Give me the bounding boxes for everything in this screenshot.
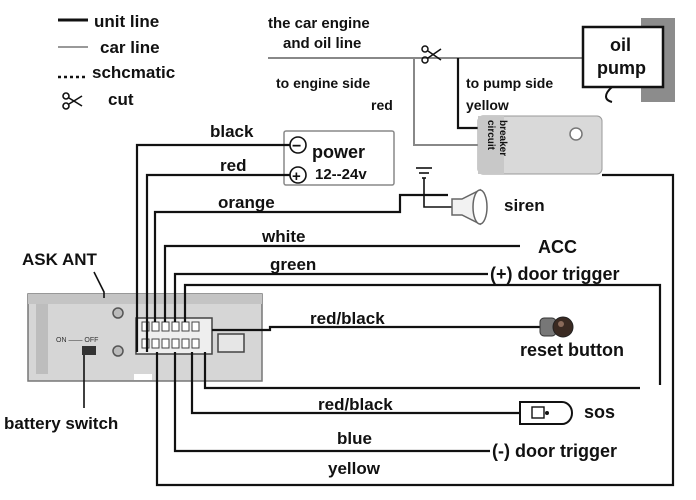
door-trigger-plus-label: (+) door trigger (490, 264, 620, 284)
relay-wire-engine-side (413, 58, 478, 146)
sos-label: sos (584, 402, 615, 422)
wire-harness (135, 143, 675, 487)
siren-label: siren (504, 196, 545, 215)
siren-section: siren (416, 167, 545, 226)
wire-red-black-1 (212, 325, 540, 332)
acc-label: ACC (538, 237, 577, 257)
scissors-icon (62, 92, 83, 110)
wire-black (135, 143, 290, 352)
battery-switch-label: battery switch (4, 414, 118, 433)
wire-green (173, 272, 488, 322)
ask-ant-pointer (93, 271, 105, 298)
legend-unit-line-label: unit line (94, 12, 159, 31)
to-pump-side-label: to pump side (466, 75, 553, 91)
oil-pump: oil pump (581, 18, 675, 103)
battery-switch-toggle[interactable] (82, 346, 96, 355)
wire-label-yellow: yellow (328, 459, 381, 478)
wire-label-white: white (261, 227, 305, 246)
engine-red-wire-label: red (371, 97, 393, 113)
wire-label-red-black-2: red/black (318, 395, 393, 414)
reset-button-icon (539, 316, 574, 338)
engine-title-line1: the car engine (268, 15, 370, 32)
power-voltage-label: 12--24v (315, 166, 367, 183)
engine-yellow-wire-label: yellow (466, 97, 509, 113)
sos-button-icon (519, 401, 573, 425)
engine-title-line2: and oil line (283, 35, 361, 52)
wire-red (145, 173, 290, 352)
to-engine-side-label: to engine side (276, 75, 370, 91)
legend: unit line car line schcmatic cut (58, 12, 175, 110)
on-off-label: ON —— OFF (56, 337, 98, 344)
wire-label-blue: blue (337, 429, 372, 448)
wire-aux (203, 352, 640, 390)
circuit-breaker: circuit breaker (477, 115, 603, 175)
siren-ground-wire (423, 178, 452, 208)
legend-car-line-label: car line (100, 38, 160, 57)
oil-pump-label-line1: oil (610, 35, 631, 55)
engine-oil-section: the car engine and oil line to engine si… (268, 15, 583, 146)
wire-orange (153, 193, 448, 322)
wire-label-black: black (210, 122, 254, 141)
wire-door-link (183, 283, 662, 385)
wire-label-orange: orange (218, 193, 275, 212)
power-label: power (312, 142, 365, 162)
legend-schematic-label: schcmatic (92, 63, 175, 82)
wire-red-black-2 (190, 352, 520, 415)
reset-button-label: reset button (520, 340, 624, 360)
power-jack-icon (112, 345, 124, 357)
oil-pump-label-line2: pump (597, 58, 646, 78)
small-connector (217, 333, 245, 353)
power-supply: − + power 12--24v (283, 130, 395, 186)
wire-label-green: green (270, 255, 316, 274)
tracker-unit: ON —— OFF (27, 293, 263, 382)
wire-label-red-black-1: red/black (310, 309, 385, 328)
breaker-label-line2: breaker (497, 120, 508, 156)
antenna-connector-icon (112, 307, 124, 319)
wire-yellow (155, 173, 675, 487)
ask-ant-label: ASK ANT (22, 250, 98, 269)
door-trigger-minus-label: (-) door trigger (492, 441, 617, 461)
scissors-icon (421, 45, 442, 64)
wire-blue (173, 352, 490, 453)
siren-icon (451, 188, 488, 226)
breaker-label-line1: circuit (485, 120, 496, 151)
wire-white (163, 244, 520, 322)
power-minus-symbol: − (292, 138, 301, 155)
power-plus-symbol: + (292, 168, 301, 185)
relay-wire-pump-side (456, 58, 478, 130)
wire-label-red: red (220, 156, 246, 175)
legend-cut-label: cut (108, 90, 134, 109)
